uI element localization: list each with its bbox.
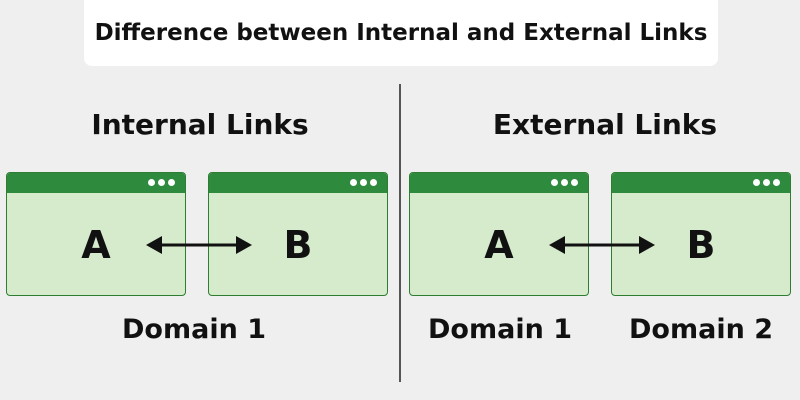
- page-label-b: B: [686, 223, 716, 267]
- external-links-heading: External Links: [492, 108, 718, 141]
- double-arrow-icon: [549, 236, 655, 254]
- window-title-bar: [612, 173, 790, 193]
- diagram-title: Difference between Internal and External…: [84, 0, 718, 66]
- page-label-b: B: [283, 223, 313, 267]
- page-label-a: A: [81, 223, 111, 267]
- internal-links-heading: Internal Links: [91, 108, 309, 141]
- menu-dots-icon: [551, 179, 578, 187]
- window-title-bar: [410, 173, 588, 193]
- double-arrow-icon: [146, 236, 252, 254]
- section-divider: [399, 84, 401, 382]
- internal-domain-label: Domain 1: [122, 314, 266, 345]
- external-domain-1-label: Domain 1: [428, 314, 572, 345]
- menu-dots-icon: [753, 179, 780, 187]
- menu-dots-icon: [350, 179, 377, 187]
- internal-window-b: B: [208, 172, 388, 296]
- external-window-b: B: [611, 172, 791, 296]
- page-label-a: A: [484, 223, 514, 267]
- window-title-bar: [209, 173, 387, 193]
- window-title-bar: [7, 173, 185, 193]
- external-domain-2-label: Domain 2: [629, 314, 773, 345]
- menu-dots-icon: [148, 179, 175, 187]
- external-window-a: A: [409, 172, 589, 296]
- internal-window-a: A: [6, 172, 186, 296]
